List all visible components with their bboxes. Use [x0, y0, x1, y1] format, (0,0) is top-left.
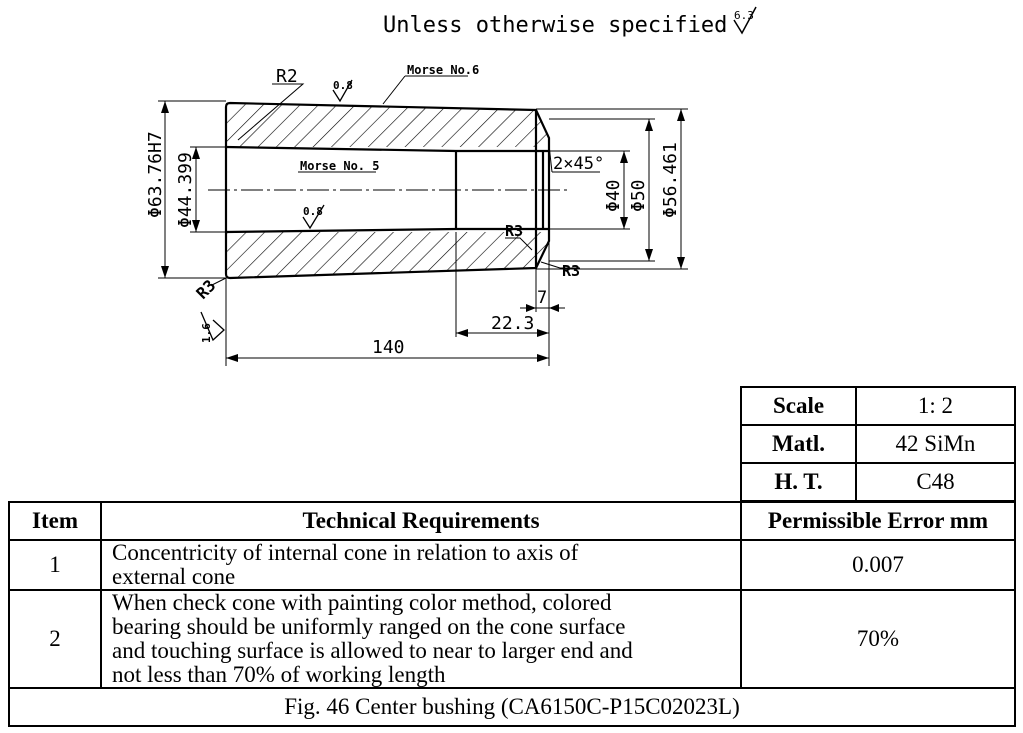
- roughness-left-label: 1.6: [200, 323, 213, 343]
- requirements-table: Item Technical Requirements Permissible …: [8, 501, 1016, 727]
- item-number: 1: [8, 539, 102, 591]
- d-outer-left-label: Φ63.76H7: [145, 131, 166, 218]
- requirement-line: Concentricity of internal cone in relati…: [112, 540, 579, 565]
- r3-mid-label: R3: [505, 222, 523, 240]
- tech-header: Technical Requirements: [100, 501, 742, 541]
- scale-label: Scale: [740, 386, 857, 426]
- requirement-line: and touching surface is allowed to near …: [112, 638, 633, 663]
- heat-treatment-value: C48: [855, 462, 1016, 502]
- table-row: 2 When check cone with painting color me…: [8, 589, 1016, 689]
- error-header: Permissible Error mm: [740, 501, 1016, 541]
- roughness-inner-label: 0.8: [303, 205, 323, 218]
- requirement-line: When check cone with painting color meth…: [112, 590, 612, 615]
- requirement-line: external cone: [112, 564, 236, 589]
- requirement-line: not less than 70% of working length: [112, 662, 446, 687]
- table-row: 1 Concentricity of internal cone in rela…: [8, 539, 1016, 591]
- roughness-outer-label: 0.8: [333, 79, 353, 92]
- header-note: Unless otherwise specified: [383, 13, 727, 38]
- header-roughness-value: 6.3: [734, 9, 754, 22]
- morse6-label: Morse No.6: [407, 63, 479, 77]
- heat-treatment-label: H. T.: [740, 462, 857, 502]
- dimension-lines: [164, 101, 682, 359]
- r3-left-label: R3: [192, 276, 219, 303]
- permissible-error: 70%: [740, 589, 1016, 689]
- d50-label: Φ50: [628, 179, 649, 212]
- requirement-text: When check cone with painting color meth…: [100, 589, 742, 689]
- arrow-heads: [161, 101, 685, 362]
- d-right-label: Φ56.461: [660, 142, 681, 218]
- part-outline: [224, 101, 551, 280]
- d-inner-left-label: Φ44.399: [175, 152, 196, 228]
- len140-label: 140: [372, 337, 405, 358]
- scale-value: 1: 2: [855, 386, 1016, 426]
- leader-lines: [211, 75, 600, 286]
- len22-label: 22.3: [491, 313, 534, 334]
- material-row: Matl. 42 SiMn: [740, 424, 1016, 464]
- requirement-text: Concentricity of internal cone in relati…: [100, 539, 742, 591]
- figure-caption: Fig. 46 Center bushing (CA6150C-P15C0202…: [8, 687, 1016, 727]
- scale-row: Scale 1: 2: [740, 386, 1016, 426]
- material-value: 42 SiMn: [855, 424, 1016, 464]
- item-header: Item: [8, 501, 102, 541]
- chamfer-label: 2×45°: [553, 154, 604, 174]
- r3-right-label: R3: [562, 262, 580, 280]
- r2-label: R2: [276, 66, 298, 87]
- permissible-error: 0.007: [740, 539, 1016, 591]
- technical-drawing: Unless otherwise specified 6.3: [145, 6, 757, 366]
- spec-table: Scale 1: 2 Matl. 42 SiMn H. T. C48: [740, 386, 1016, 502]
- caption-row: Fig. 46 Center bushing (CA6150C-P15C0202…: [8, 687, 1016, 727]
- d40-label: Φ40: [603, 179, 624, 212]
- requirements-header-row: Item Technical Requirements Permissible …: [8, 501, 1016, 541]
- len7-label: 7: [537, 288, 547, 308]
- header-roughness-symbol: [733, 6, 757, 35]
- extension-lines: [158, 100, 688, 366]
- morse5-label: Morse No. 5: [300, 159, 379, 173]
- requirement-line: bearing should be uniformly ranged on th…: [112, 614, 626, 639]
- material-label: Matl.: [740, 424, 857, 464]
- heat-treatment-row: H. T. C48: [740, 462, 1016, 502]
- item-number: 2: [8, 589, 102, 689]
- roughness-symbols: [200, 79, 353, 342]
